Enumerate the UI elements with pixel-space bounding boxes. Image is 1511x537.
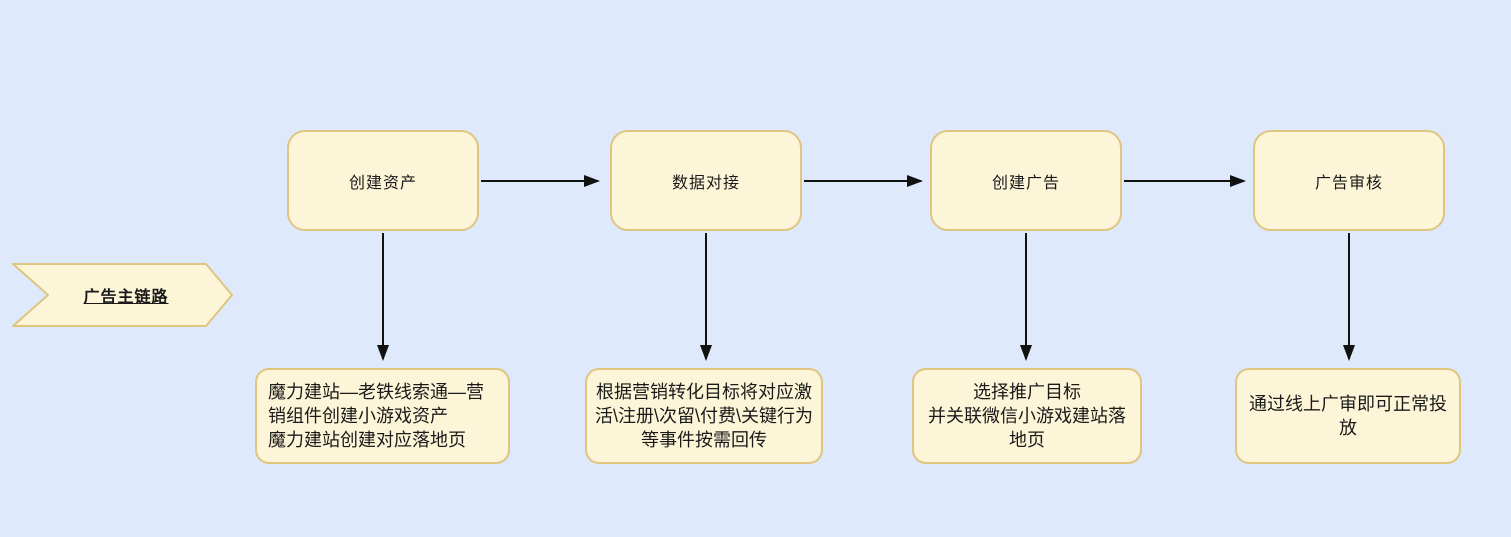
step-node-create-ad: 创建广告 <box>930 130 1122 231</box>
banner-label: 广告主链路 <box>83 289 169 306</box>
step-node-ad-review: 广告审核 <box>1253 130 1445 231</box>
step-title: 创建广告 <box>991 174 1060 192</box>
step-title: 创建资产 <box>348 174 417 192</box>
chevron-banner-shape <box>12 263 233 327</box>
note-text: 魔力建站—老铁线索通—营销组件创建小游戏资产 魔力建站创建对应落地页 <box>268 382 484 450</box>
step-title: 广告审核 <box>1314 174 1383 192</box>
note-ad-review: 通过线上广审即可正常投放 <box>1235 368 1461 464</box>
note-text: 根据营销转化目标将对应激活\注册\次留\付费\关键行为等事件按需回传 <box>595 382 814 450</box>
note-text: 通过线上广审即可正常投放 <box>1249 394 1447 438</box>
note-create-assets: 魔力建站—老铁线索通—营销组件创建小游戏资产 魔力建站创建对应落地页 <box>255 368 510 464</box>
banner-ad-main-link: 广告主链路 <box>10 262 234 328</box>
note-text: 选择推广目标 并关联微信小游戏建站落地页 <box>928 382 1126 450</box>
step-node-create-assets: 创建资产 <box>287 130 479 231</box>
step-node-data-integration: 数据对接 <box>610 130 802 231</box>
step-title: 数据对接 <box>671 174 740 192</box>
note-data-integration: 根据营销转化目标将对应激活\注册\次留\付费\关键行为等事件按需回传 <box>585 368 823 464</box>
note-create-ad: 选择推广目标 并关联微信小游戏建站落地页 <box>912 368 1142 464</box>
